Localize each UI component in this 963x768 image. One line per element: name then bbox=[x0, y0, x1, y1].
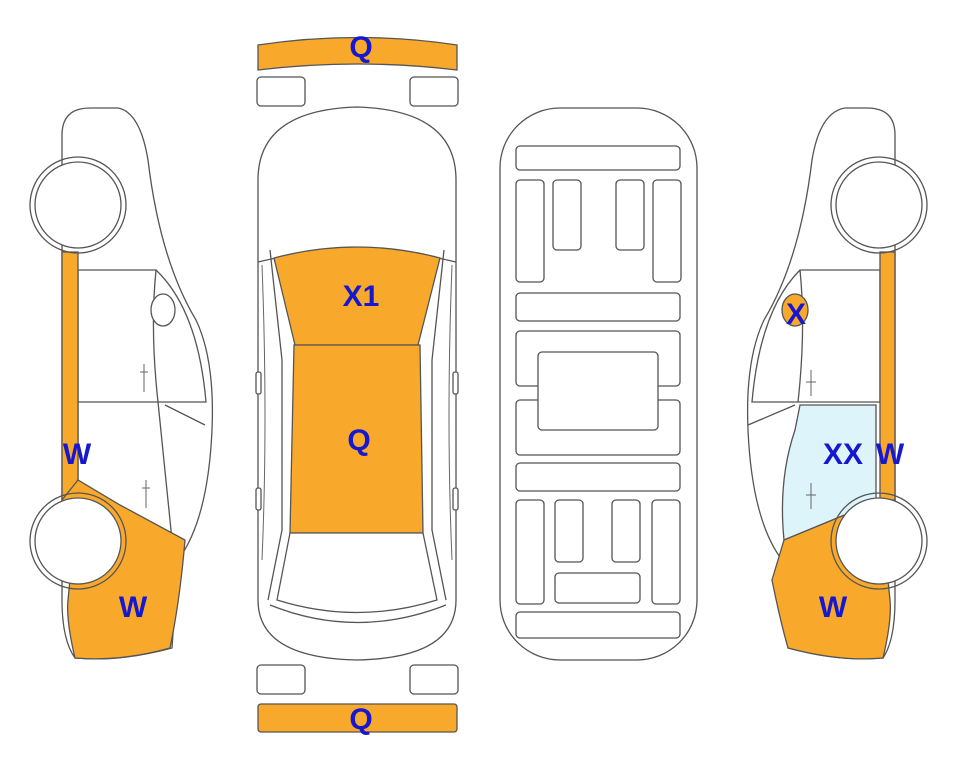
trunk-line bbox=[269, 604, 447, 624]
left-window-frame bbox=[77, 269, 207, 403]
under-center-pan bbox=[537, 351, 659, 431]
left-pillar-line bbox=[164, 404, 206, 426]
label-right-rear-quarter: W bbox=[819, 591, 848, 624]
left-front-wheel bbox=[34, 161, 122, 249]
left-rear-wheel bbox=[34, 497, 122, 585]
car-underside-view bbox=[499, 107, 698, 661]
front-right-light bbox=[409, 76, 459, 107]
rear-right-light bbox=[409, 664, 459, 695]
left-handle-1 bbox=[140, 364, 148, 392]
rear-bumper-panel[interactable] bbox=[257, 703, 458, 733]
under-rear-right-rail bbox=[651, 499, 681, 605]
under-crossmember-1 bbox=[515, 292, 681, 322]
under-crossmember-2 bbox=[515, 462, 681, 492]
left-mirror bbox=[150, 293, 176, 327]
right-front-wheel-inner bbox=[830, 156, 928, 254]
left-rear-door-line bbox=[157, 401, 173, 541]
label-windshield: X1 bbox=[343, 280, 380, 313]
right-window-split bbox=[797, 269, 804, 403]
label-front-bumper: Q bbox=[349, 31, 372, 64]
label-right-window: XX bbox=[823, 438, 863, 471]
under-front-right-mount bbox=[615, 179, 645, 251]
right-handle-1 bbox=[806, 370, 816, 396]
right-mirror-panel[interactable] bbox=[781, 293, 809, 327]
left-rear-wheel-inner bbox=[29, 492, 127, 590]
under-front-left-mount bbox=[552, 179, 582, 251]
car-top-view bbox=[255, 36, 459, 733]
right-rear-wheel-inner bbox=[830, 492, 928, 590]
right-mirror-top bbox=[452, 371, 459, 395]
under-rear-bar bbox=[515, 611, 681, 639]
under-front-left-rail bbox=[515, 179, 545, 283]
under-rear-left-rail bbox=[515, 499, 545, 605]
left-handle-2 bbox=[142, 480, 150, 508]
front-bumper-panel[interactable] bbox=[257, 36, 458, 71]
under-front-right-rail bbox=[652, 179, 682, 283]
left-side-band bbox=[267, 249, 283, 601]
under-rear-right-mount bbox=[611, 499, 641, 563]
label-rear-bumper: Q bbox=[349, 703, 372, 736]
right-pillar-line bbox=[747, 404, 796, 426]
label-left-side: W bbox=[63, 438, 92, 471]
label-right-mirror: X bbox=[786, 298, 806, 331]
left-window-split bbox=[152, 269, 159, 403]
label-right-side: W bbox=[876, 438, 905, 471]
windshield-panel[interactable] bbox=[273, 246, 441, 346]
rear-window bbox=[276, 532, 438, 614]
right-door-crease bbox=[448, 264, 453, 561]
car-right-side-view bbox=[746, 107, 928, 660]
car-left-side-view bbox=[29, 107, 214, 660]
front-left-light bbox=[256, 76, 306, 107]
under-rear-left-mount bbox=[554, 499, 584, 563]
under-rear-tank bbox=[554, 572, 641, 604]
right-handle-top bbox=[452, 487, 459, 511]
label-roof: Q bbox=[347, 424, 370, 457]
left-front-wheel-inner bbox=[29, 156, 127, 254]
rear-left-light bbox=[256, 664, 306, 695]
right-front-wheel bbox=[835, 161, 923, 249]
damage-labels: Q X1 Q Q W W X XX W W bbox=[63, 31, 905, 736]
right-side-band bbox=[431, 249, 447, 601]
left-door-crease bbox=[261, 264, 266, 561]
left-mirror-top bbox=[255, 371, 262, 395]
under-front-bar bbox=[515, 145, 681, 171]
label-left-rear-quarter: W bbox=[119, 591, 148, 624]
left-handle-top bbox=[255, 487, 262, 511]
right-handle-2 bbox=[806, 483, 816, 509]
right-window-frame bbox=[751, 269, 881, 403]
right-rear-wheel bbox=[835, 497, 923, 585]
